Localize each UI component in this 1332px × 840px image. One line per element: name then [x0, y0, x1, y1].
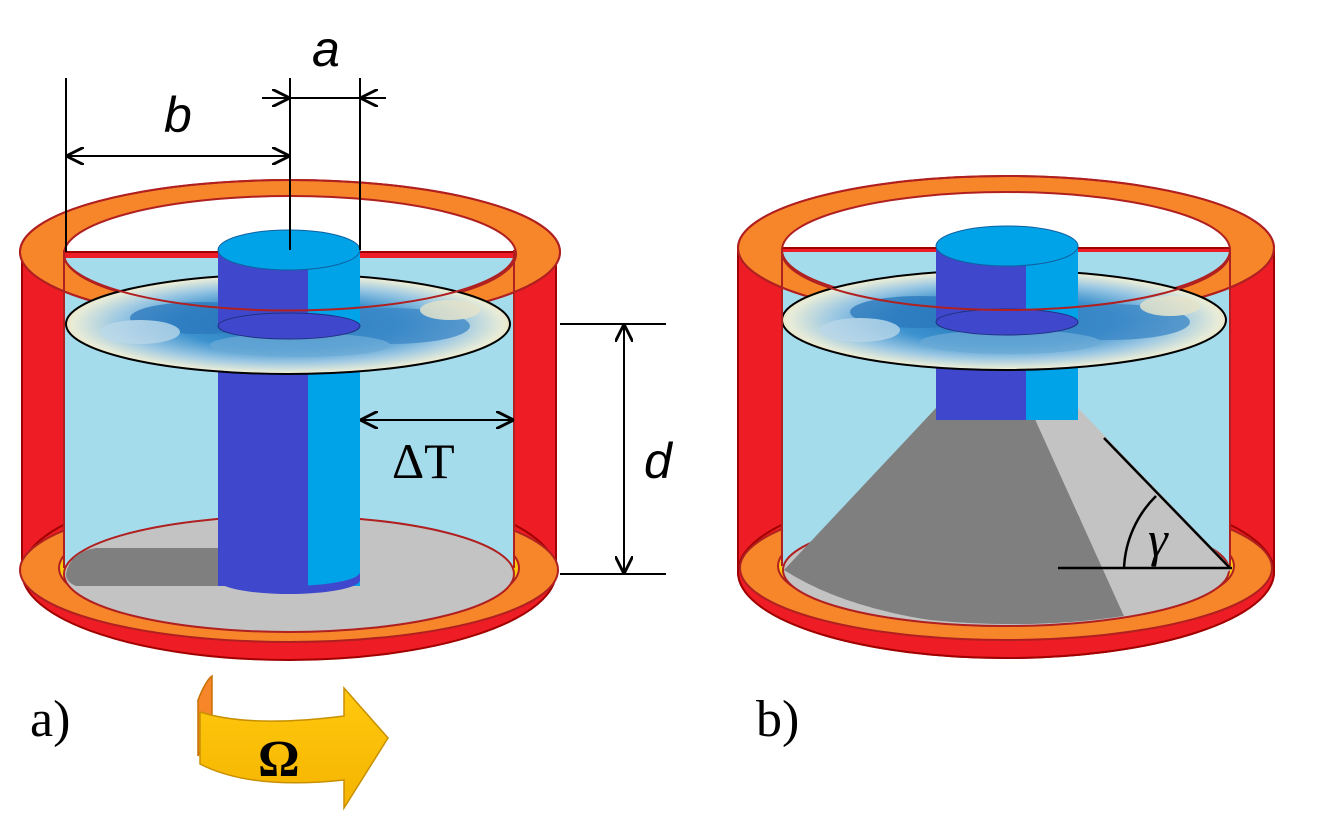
label-d: d: [644, 433, 674, 489]
glass-rim-front: [63, 257, 515, 312]
cone-dark-face: [784, 408, 1124, 625]
inner-cylinder-cap-b: [935, 225, 1079, 267]
label-gamma: γ: [1148, 511, 1169, 567]
label-omega: Ω: [258, 731, 300, 788]
inner-cylinder-collar-b: [935, 308, 1079, 336]
rotation-arrow-body: [199, 686, 389, 811]
panel-b: γ b): [736, 175, 1276, 748]
label-delta-t: ΔT: [392, 433, 455, 489]
panel-a: a b d ΔT Ω a): [18, 21, 674, 811]
inner-cylinder-collar: [217, 312, 361, 340]
cone-light-face: [1030, 408, 1232, 616]
inner-cylinder-base: [218, 572, 360, 594]
label-b: b: [164, 87, 192, 143]
caption-b: b): [756, 691, 799, 748]
glass-rim-front-b: [781, 251, 1231, 311]
rotation-arrow: Ω: [197, 674, 389, 811]
label-a: a: [312, 21, 340, 77]
gamma-slope-line: [1103, 437, 1231, 569]
floor-shadow: [66, 548, 218, 586]
caption-a: a): [30, 691, 70, 748]
gamma-arc: [1122, 495, 1157, 569]
